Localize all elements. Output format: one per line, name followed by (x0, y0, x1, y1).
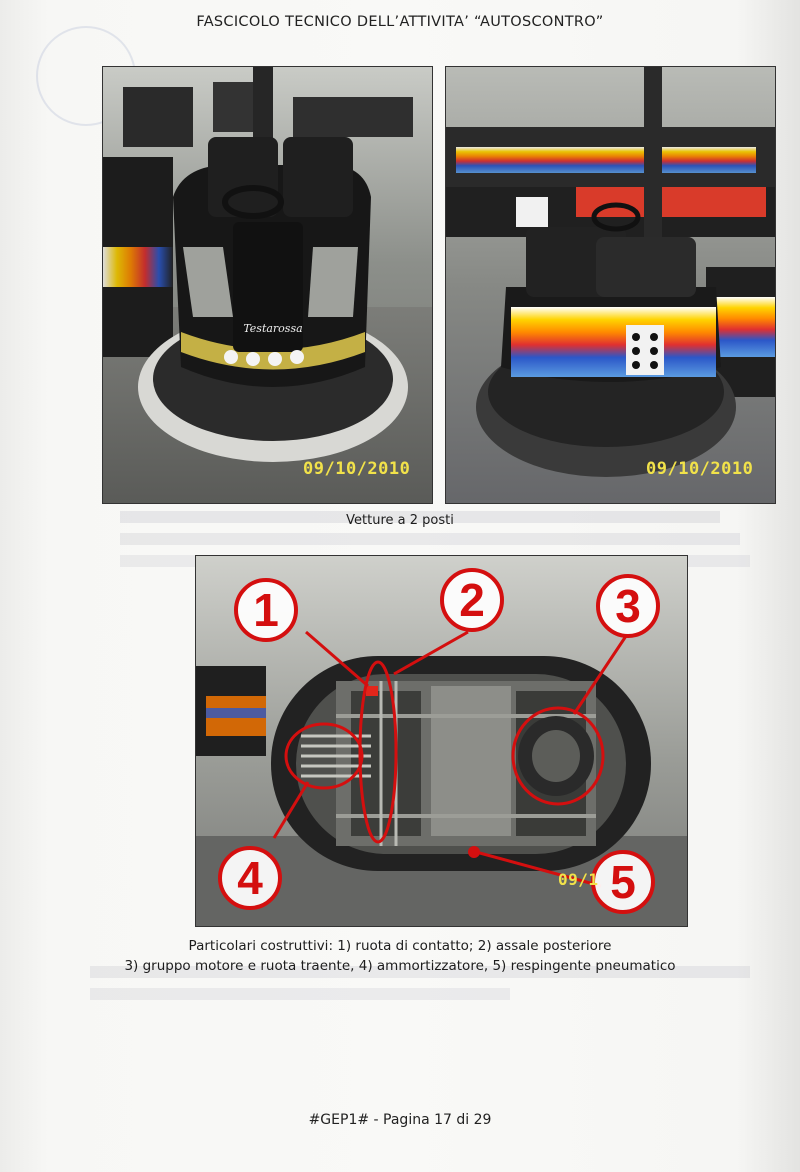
callout-2: 2 (440, 568, 504, 632)
photo-bumper-car-front: Testarossa 09/10/2010 (102, 66, 433, 504)
photo-date-stamp-partial: 09/1 (558, 870, 599, 889)
caption-detail-line-2: 3) gruppo motore e ruota traente, 4) amm… (124, 958, 676, 974)
callout-4: 4 (218, 846, 282, 910)
callout-5: 5 (591, 850, 655, 914)
page-header: FASCICOLO TECNICO DELL’ATTIVITA’ “AUTOSC… (196, 14, 604, 30)
bumper-car-front-illustration: Testarossa (103, 67, 432, 503)
caption-cars: Vetture a 2 posti (346, 513, 454, 528)
callout-1: 1 (234, 578, 298, 642)
photo-date-stamp: 09/10/2010 (303, 459, 411, 479)
photo-bumper-car-rear: 09/10/2010 (445, 66, 776, 504)
bumper-car-rear-illustration (446, 67, 775, 503)
callout-3: 3 (596, 574, 660, 638)
caption-detail-line-1: Particolari costruttivi: 1) ruota di con… (188, 938, 612, 954)
brand-script: Testarossa (243, 322, 302, 335)
page-footer: #GEP1# - Pagina 17 di 29 (308, 1112, 492, 1128)
photo-construction-detail: 1 2 3 4 5 09/1 (195, 555, 688, 927)
caption-detail: Particolari costruttivi: 1) ruota di con… (0, 936, 800, 976)
photo-date-stamp: 09/10/2010 (646, 459, 754, 479)
bleed-through-text-lower (90, 960, 770, 1010)
